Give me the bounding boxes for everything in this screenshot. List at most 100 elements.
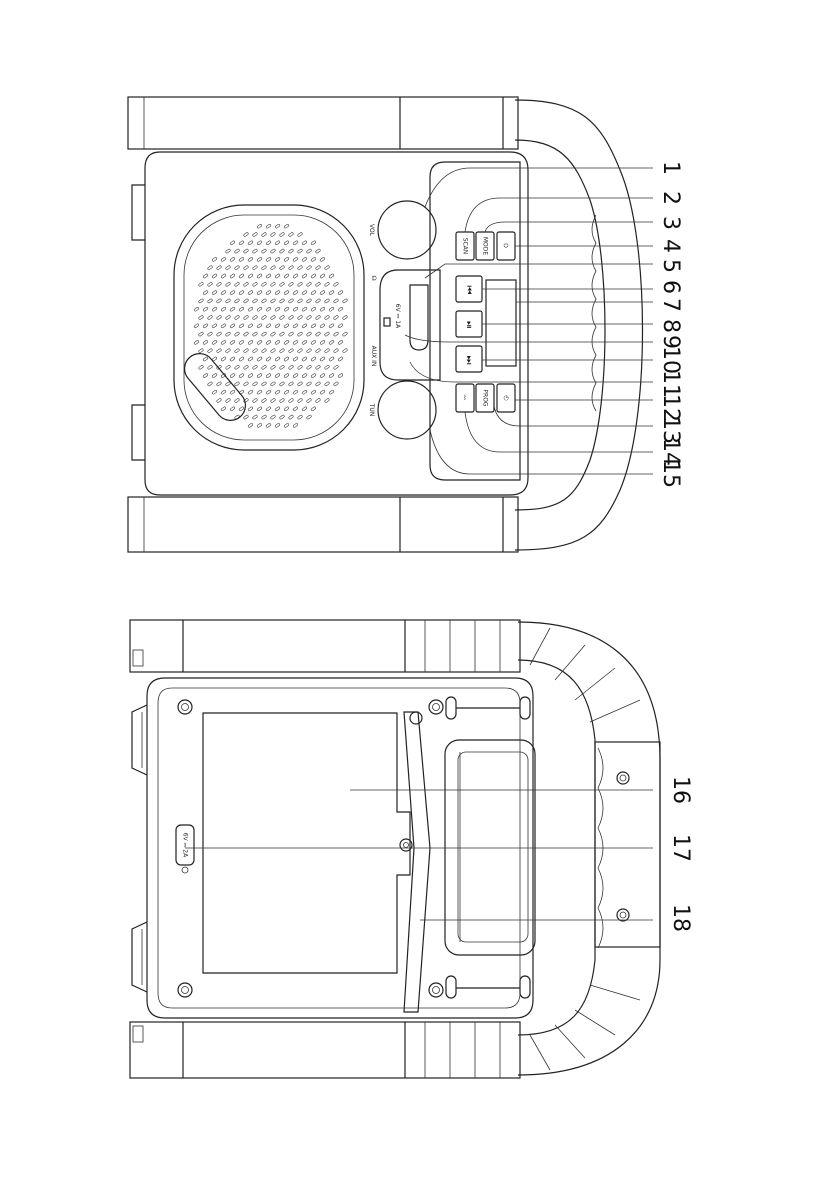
grille-hole	[230, 357, 235, 362]
grille-hole	[257, 390, 262, 395]
grille-hole	[266, 373, 271, 378]
grille-hole	[207, 265, 212, 270]
grille-hole	[239, 373, 244, 378]
grille-hole	[230, 290, 235, 295]
grille-hole	[288, 232, 293, 237]
grille-hole	[252, 232, 257, 237]
grille-hole	[275, 340, 280, 345]
grille-hole	[203, 274, 208, 279]
grille-hole	[198, 315, 203, 320]
grille-hole	[293, 240, 298, 245]
grille-hole	[248, 423, 253, 428]
grille-hole	[324, 332, 329, 337]
grille-hole	[324, 298, 329, 303]
grille-hole	[230, 307, 235, 312]
grille-hole	[234, 398, 239, 403]
grille-hole	[315, 265, 320, 270]
grille-hole	[252, 315, 257, 320]
grille-hole	[288, 332, 293, 337]
grille-hole	[329, 274, 334, 279]
grille-hole	[338, 373, 343, 378]
grille-hole	[293, 323, 298, 328]
speaker-grille-pattern	[194, 224, 348, 428]
grille-hole	[302, 340, 307, 345]
grille-hole	[261, 381, 266, 386]
grille-hole	[266, 257, 271, 262]
grille-hole	[284, 340, 289, 345]
grille-hole	[261, 282, 266, 287]
grille-hole	[252, 381, 257, 386]
aux-in-jack[interactable]	[384, 318, 390, 326]
grille-hole	[329, 340, 334, 345]
front-top-bumper	[128, 97, 518, 149]
grille-hole	[266, 390, 271, 395]
callout-7: 7	[658, 298, 683, 312]
tuning-knob[interactable]	[378, 381, 436, 439]
grip-screw-bottom	[617, 909, 629, 921]
grille-hole	[311, 240, 316, 245]
grille-hole	[194, 307, 199, 312]
grille-hole	[234, 381, 239, 386]
grille-hole	[320, 257, 325, 262]
grille-hole	[284, 323, 289, 328]
grille-hole	[320, 340, 325, 345]
grille-hole	[293, 373, 298, 378]
grille-hole	[306, 398, 311, 403]
grille-hole	[261, 298, 266, 303]
grille-hole	[284, 257, 289, 262]
grille-hole	[284, 423, 289, 428]
grille-hole	[329, 390, 334, 395]
grille-hole	[225, 265, 230, 270]
volume-knob[interactable]	[378, 201, 436, 259]
grille-hole	[270, 381, 275, 386]
grille-hole	[257, 406, 262, 411]
grille-hole	[297, 365, 302, 370]
grille-hole	[288, 398, 293, 403]
grille-hole	[338, 290, 343, 295]
grille-hole	[302, 290, 307, 295]
grille-hole	[306, 381, 311, 386]
grille-hole	[306, 249, 311, 254]
grille-hole	[333, 365, 338, 370]
grille-hole	[320, 373, 325, 378]
prev-icon: ⏮	[463, 286, 474, 295]
grille-hole	[297, 315, 302, 320]
grille-hole	[275, 274, 280, 279]
battery-door	[203, 713, 410, 973]
grille-hole	[324, 381, 329, 386]
grille-hole	[315, 298, 320, 303]
grille-hole	[306, 298, 311, 303]
grille-hole	[212, 390, 217, 395]
speaker-grille-inner	[184, 215, 354, 440]
grille-hole	[230, 274, 235, 279]
grille-hole	[342, 315, 347, 320]
grille-hole	[198, 365, 203, 370]
grille-hole	[315, 398, 320, 403]
grille-hole	[279, 365, 284, 370]
grille-hole	[221, 257, 226, 262]
grille-hole	[293, 357, 298, 362]
grille-hole	[302, 357, 307, 362]
grille-hole	[221, 357, 226, 362]
grille-hole	[257, 290, 262, 295]
grille-hole	[342, 298, 347, 303]
grille-hole	[279, 282, 284, 287]
play-pause-icon: ⏯	[463, 321, 474, 329]
callout-1: 1	[658, 161, 683, 175]
grille-hole	[288, 348, 293, 353]
grille-hole	[279, 298, 284, 303]
grille-hole	[279, 381, 284, 386]
grille-hole	[261, 249, 266, 254]
grille-hole	[275, 290, 280, 295]
grille-hole	[225, 282, 230, 287]
grille-hole	[279, 398, 284, 403]
grille-hole	[212, 323, 217, 328]
grille-hole	[293, 257, 298, 262]
grille-hole	[207, 365, 212, 370]
grille-hole	[324, 265, 329, 270]
grille-hole	[257, 340, 262, 345]
grille-hole	[275, 357, 280, 362]
grille-hole	[207, 282, 212, 287]
grille-hole	[320, 274, 325, 279]
strap-screw-top	[410, 712, 422, 724]
